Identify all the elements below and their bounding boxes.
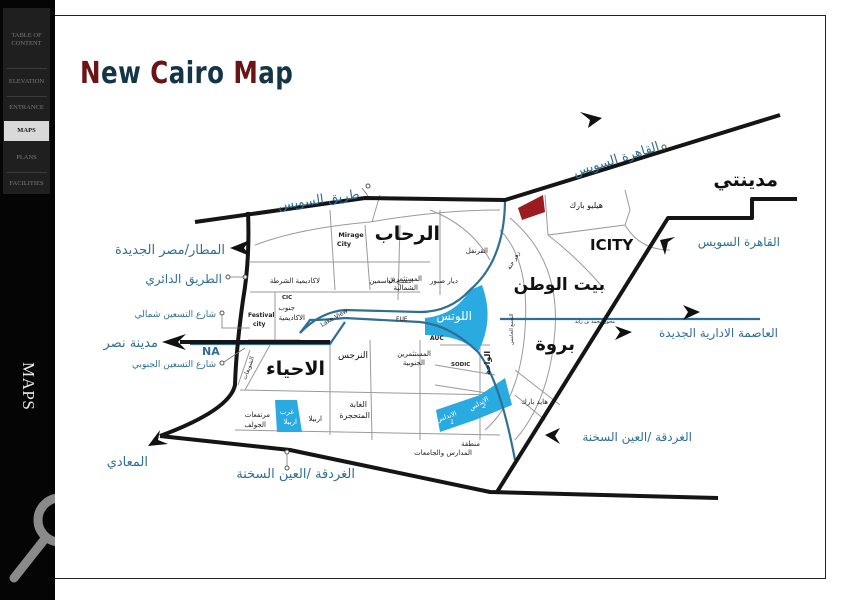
road-label: القاهرة السويس — [698, 235, 780, 250]
district-label: هايد بارك — [521, 398, 548, 406]
road-label: الطريق الدائري — [145, 272, 222, 287]
district-label: ICITY — [590, 236, 634, 254]
district-label: المتحجرة — [339, 411, 370, 420]
district-label: اربيلا — [308, 415, 322, 423]
toc-item-elevation[interactable]: ELEVATION — [8, 78, 45, 85]
direction-arrows — [148, 112, 700, 446]
road-label: المطار/مصر الجديدة — [115, 243, 225, 258]
arrow-icon — [230, 240, 250, 256]
toc-item-entrance[interactable]: ENTRANCE — [9, 104, 44, 111]
district-label: اربيلا — [283, 418, 297, 426]
district-label: لاكاديمية الشرطة — [270, 277, 320, 285]
district-label: المستثمرين — [388, 275, 422, 283]
road-label: القاهرة السويس — [572, 139, 662, 179]
divider — [7, 172, 47, 173]
andalus-area — [436, 378, 512, 432]
district-label: الرحاب — [375, 223, 440, 245]
district-label: الواحة — [483, 351, 492, 375]
district-label: SODIC — [451, 362, 470, 368]
road-label: مدينة نصر — [103, 336, 159, 351]
main-roads — [159, 113, 797, 500]
district-label: مدينتي — [713, 169, 778, 191]
arrow-icon — [162, 334, 186, 350]
district-label: النرجس — [338, 351, 368, 361]
district-labels: مدينتي الرحاب بيت الوطن ICITY هيليو بارك… — [241, 169, 778, 457]
district-label: city — [253, 321, 265, 328]
district-label: الاكاديمية — [279, 314, 305, 322]
arrow-icon — [148, 430, 168, 446]
arrow-icon — [683, 305, 700, 320]
page-frame — [55, 15, 826, 579]
toc-item-facilities[interactable]: FACILITIES — [9, 180, 44, 187]
road-label: الغردقة /العين السخنة — [582, 430, 692, 445]
district-label: 2 — [482, 402, 486, 410]
district-label: City — [337, 240, 352, 248]
district-label: Mirage — [338, 231, 364, 239]
district-label: CIC — [282, 295, 292, 301]
district-label: الجنوبية — [403, 359, 425, 367]
divider — [7, 68, 47, 69]
toc-label: TABLE OF — [11, 32, 42, 39]
arrow-icon — [580, 112, 602, 128]
toc-item-plans[interactable]: PLANS — [16, 154, 37, 161]
arrow-icon — [615, 326, 632, 340]
road-label: شارع التسعين الجنوبي — [132, 360, 216, 370]
toc-label: CONTENT — [11, 40, 42, 47]
district-label: الغابة — [350, 400, 367, 409]
district-label: Festival — [248, 312, 274, 319]
district-boundaries — [234, 189, 671, 441]
district-label: مرتفعات — [245, 411, 270, 419]
road-label: الغردقة /العين السخنة — [236, 467, 355, 482]
page-title: New Cairo Map — [80, 56, 294, 91]
district-label: الشمالية — [394, 284, 419, 292]
district-label: الجولف — [244, 421, 266, 429]
divider — [7, 96, 47, 97]
arrow-icon — [660, 237, 675, 255]
lotus-area — [425, 285, 488, 352]
arrow-icon — [545, 428, 560, 444]
district-label: AUC — [430, 335, 444, 342]
road-label: شارع التسعين شمالي — [135, 310, 216, 320]
district-label: التجمع الخامس — [509, 313, 515, 345]
road-label: طريق السويس — [277, 187, 360, 213]
toc-item-maps[interactable]: MAPS — [4, 121, 49, 141]
district-label: غرب — [280, 408, 294, 416]
district-label: القرنفل — [466, 247, 488, 255]
district-label: اللوتس — [436, 309, 472, 324]
district-label: بيت الوطن — [514, 275, 605, 295]
district-label: هيليو بارك — [570, 201, 604, 210]
road-label: محور محمد بن زايد — [575, 319, 615, 325]
road-label: المعادي — [107, 455, 148, 470]
watermark-logo — [9, 493, 55, 583]
district-label: الاحياء — [266, 358, 325, 380]
district-label: بروة — [535, 334, 575, 355]
district-label: زهر جنة — [506, 250, 522, 271]
project-plot-marker — [518, 195, 545, 220]
road-label: NA — [202, 345, 220, 358]
district-label: البنفسج — [397, 279, 413, 285]
district-label: جنوب — [278, 304, 295, 312]
road-label: العاصمة الادارية الجديدة — [659, 326, 778, 341]
road-label: FUE — [396, 316, 408, 323]
district-label: منطقة — [461, 440, 480, 448]
district-label: 1 — [450, 418, 454, 426]
district-label: المستثمرين — [397, 350, 431, 358]
district-label: الياسمين — [369, 277, 395, 285]
district-label: ديار صبور — [429, 277, 458, 285]
west-arabella-area — [275, 400, 302, 432]
district-label: المدارس والجامعات — [414, 449, 472, 457]
